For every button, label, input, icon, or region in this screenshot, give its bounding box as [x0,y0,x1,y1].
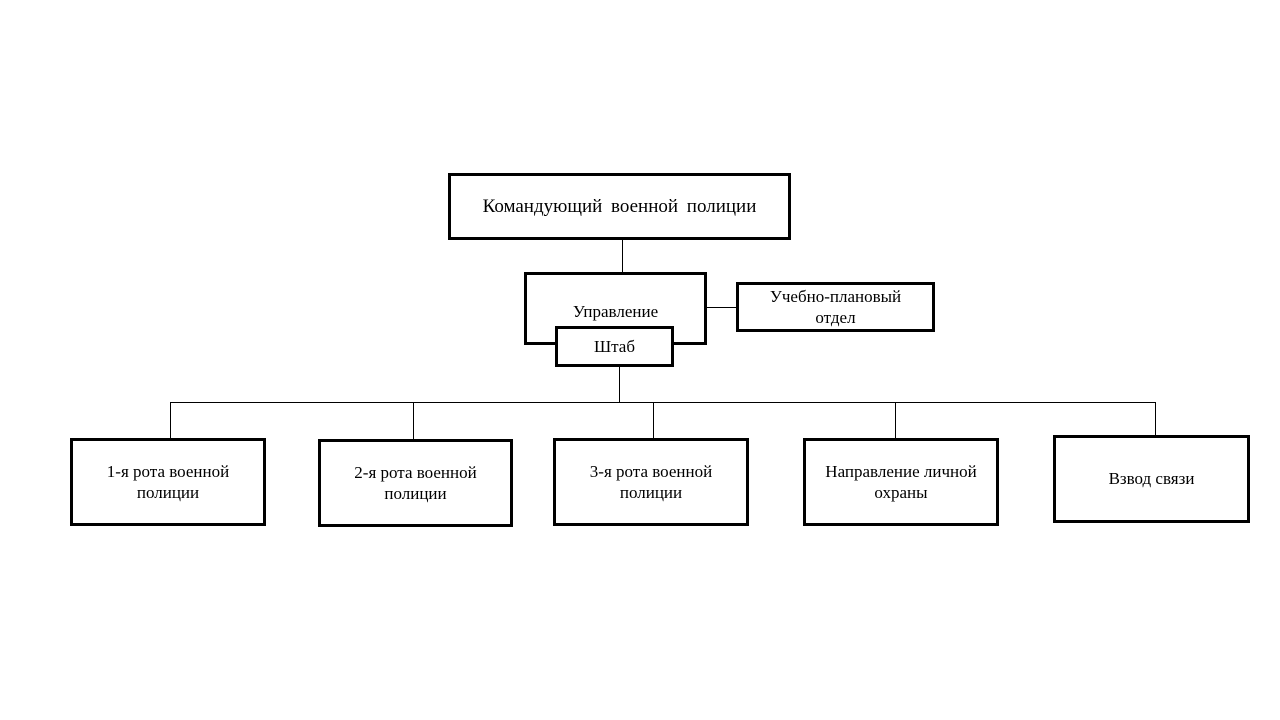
unit-box-1: 1-я рота военной полиции [70,438,266,526]
planning-department-label: Учебно-плановый отдел [769,286,902,327]
commander-box: Командующий военной полиции [448,173,791,240]
unit-label-3: 3-я рота военной полиции [589,461,713,502]
unit-label-1: 1-я рота военной полиции [106,461,230,502]
planning-department-box: Учебно-плановый отдел [736,282,935,332]
unit-box-2: 2-я рота военной полиции [318,439,513,527]
directorate-label: Управление [572,302,659,321]
headquarters-box: Штаб [555,326,674,367]
headquarters-label: Штаб [594,336,635,356]
unit-label-5: Взвод связи [1108,469,1195,489]
unit-box-4: Направление личной охраны [803,438,999,526]
unit-box-5: Взвод связи [1053,435,1250,523]
commander-label: Командующий военной полиции [482,195,757,217]
unit-box-3: 3-я рота военной полиции [553,438,749,526]
unit-label-2: 2-я рота военной полиции [354,462,477,503]
unit-label-4: Направление личной охраны [825,461,977,502]
